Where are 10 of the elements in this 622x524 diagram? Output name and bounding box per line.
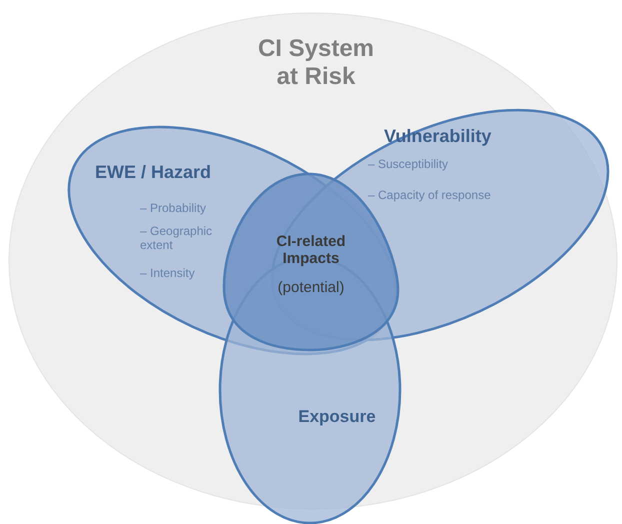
list-item: – Capacity of response — [368, 189, 492, 203]
list-item: – Susceptibility — [368, 158, 450, 172]
list-item: – Geographic extent — [140, 225, 214, 253]
list-item: – Intensity — [140, 267, 196, 281]
heading: Exposure — [297, 407, 377, 427]
list-item: – Probability — [140, 202, 208, 216]
title: CI System at Risk — [256, 35, 376, 90]
heading: EWE / Hazard — [95, 162, 212, 183]
heading: CI-related Impacts — [275, 233, 347, 268]
subheading: (potential) — [276, 279, 346, 296]
